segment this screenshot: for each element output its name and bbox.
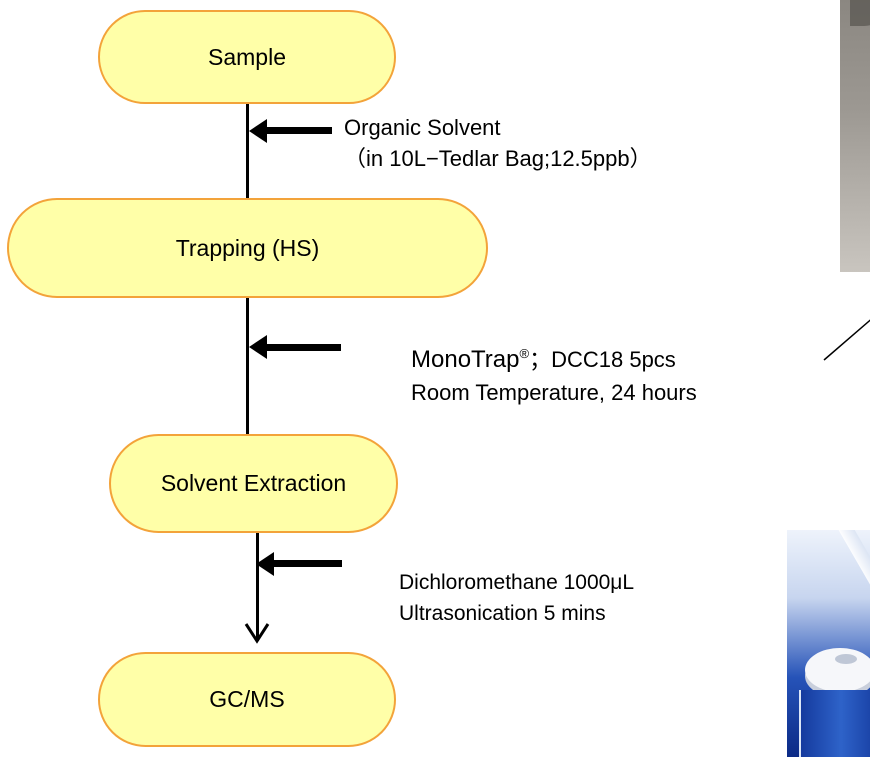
step3-annotation: Dichloromethane 1000μL Ultrasonication 5… [399,567,634,629]
connector-sample-trapping [246,104,249,198]
node-trapping-label: Trapping (HS) [175,234,320,261]
step2-monotrap: MonoTrap [411,346,520,373]
vial-body [799,690,870,757]
down-arrow-icon [244,623,270,644]
step3-line1: Dichloromethane 1000μL [399,571,635,594]
pipette-tip [827,530,870,614]
step2-annotation: MonoTrap®；DCC18 5pcs Room Temperature, 2… [411,337,697,408]
node-gcms-label: GC/MS [209,686,285,712]
step3-line2: Ultrasonication 5 mins [399,602,606,625]
node-sample-label: Sample [208,43,286,70]
vial-cap-septum [835,654,857,664]
photo-callout-line [823,319,870,361]
node-gcms: GC/MS [98,652,396,747]
node-sample: Sample [98,10,396,104]
step1-line2: （in 10L−Tedlar Bag;12.5ppb） [344,146,652,171]
sample-photo [840,0,870,272]
step2-line1-rest: ；DCC18 5pcs [529,347,676,372]
connector-trapping-extraction [246,298,249,434]
node-trapping: Trapping (HS) [7,198,488,298]
node-extraction-label: Solvent Extraction [160,470,347,496]
step2-line1: MonoTrap®；DCC18 5pcs [411,337,697,377]
sample-photo-detail [850,0,870,26]
step1-line1: Organic Solvent [344,115,501,140]
node-solvent-extraction: Solvent Extraction [109,434,398,533]
step2-line2: Room Temperature, 24 hours [411,380,697,405]
step2-registered: ® [519,346,530,361]
step1-annotation: Organic Solvent （in 10L−Tedlar Bag;12.5p… [344,112,652,174]
vial-photo [787,530,870,757]
connector-extraction-gcms [256,533,259,641]
